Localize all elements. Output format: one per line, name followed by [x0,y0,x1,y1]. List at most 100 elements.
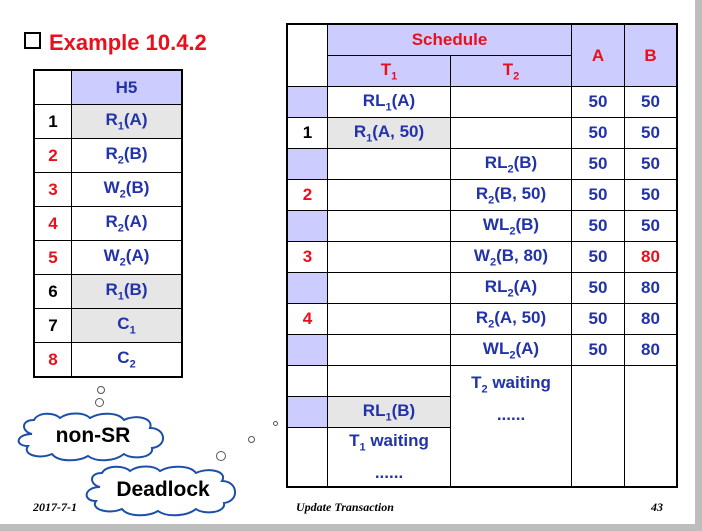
t2-cell [450,117,572,149]
t1-cell [327,179,451,211]
table-row: 4 R2(A) [33,206,183,241]
t1-cell [327,334,451,366]
step-cell [286,396,328,428]
schedule-table: Schedule A B T1 T2 RL1(A) 50 50 1 R1(A, … [286,23,678,489]
h5-operation: W2(B) [71,172,183,207]
column-a-header: A [571,23,625,87]
b-value: 80 [624,303,678,335]
h5-operation: C1 [71,308,183,343]
t1-cell [327,365,451,397]
table-row: T2 waiting ...... [286,365,678,488]
t2-waiting-dots: ...... [496,405,526,425]
b-value: 80 [624,334,678,366]
step-cell [286,427,328,488]
t1-cell: RL1(A) [327,86,451,118]
t1-waiting-cell: T1 waiting ...... [327,427,451,488]
table-row: 1 R1(A) [33,104,183,139]
table-row: 2 R2(B) [33,138,183,173]
slide-title: Example 10.4.2 [24,30,207,56]
a-value [571,365,625,488]
step-cell: 3 [286,241,328,273]
table-row: 5 W2(A) [33,240,183,275]
b-value: 50 [624,148,678,180]
h5-row-index: 4 [33,206,72,241]
h5-row-index: 3 [33,172,72,207]
h5-operation: R2(B) [71,138,183,173]
bubble-dot [248,436,255,443]
table-row: 8 C2 [33,342,183,378]
table-row: RL2(A) 50 80 [286,272,678,304]
h5-row-index: 2 [33,138,72,173]
deadlock-cloud-shape [85,465,236,517]
h5-corner-cell [33,69,72,105]
table-row: 4 R2(A, 50) 50 80 [286,303,678,335]
step-cell [286,272,328,304]
step-cell [286,334,328,366]
step-cell: 4 [286,303,328,335]
t2-cell: R2(B, 50) [450,179,572,211]
t2-cell: WL2(A) [450,334,572,366]
step-cell [286,148,328,180]
table-row: 2 R2(B, 50) 50 50 [286,179,678,211]
step-cell [286,86,328,118]
a-value: 50 [571,334,625,366]
t2-cell: R2(A, 50) [450,303,572,335]
h5-operation: C2 [71,342,183,378]
h5-row-index: 1 [33,104,72,139]
t1-header: T1 [327,55,451,87]
footer-title: Update Transaction [296,500,394,514]
non-sr-label: non-SR [55,424,131,447]
non-sr-cloud-shape [17,412,164,462]
bubble-dot [97,386,105,394]
a-value: 50 [571,117,625,149]
a-value: 50 [571,179,625,211]
bubble-dot [273,421,278,426]
b-value: 80 [624,241,678,273]
schedule-header: Schedule [327,23,572,56]
table-row: 6 R1(B) [33,274,183,309]
h5-row-index: 5 [33,240,72,275]
a-value: 50 [571,241,625,273]
a-value: 50 [571,148,625,180]
h5-operation: R2(A) [71,206,183,241]
deadlock-label: Deadlock [116,478,210,501]
a-value: 50 [571,210,625,242]
table-row: 7 C1 [33,308,183,343]
t1-cell: R1(A, 50) [327,117,451,149]
a-value: 50 [571,303,625,335]
b-value: 50 [624,117,678,149]
b-value: 50 [624,210,678,242]
t2-cell [450,86,572,118]
table-row: 1 R1(A, 50) 50 50 [286,117,678,149]
h5-operation: R1(A) [71,104,183,139]
table-row: 3 W2(B, 80) 50 80 [286,241,678,273]
bubble-dot [95,398,104,407]
step-cell [286,365,328,397]
bubble-dot [216,451,226,461]
t1-waiting-label: T1 waiting [349,431,429,454]
b-value: 80 [624,272,678,304]
table-row: RL1(A) 50 50 [286,86,678,118]
t2-cell: RL2(B) [450,148,572,180]
t1-cell [327,272,451,304]
footer-date: 2017-7-1 [33,500,77,514]
table-row: WL2(A) 50 80 [286,334,678,366]
table-row: 3 W2(B) [33,172,183,207]
t1-cell [327,241,451,273]
t2-cell: WL2(B) [450,210,572,242]
t2-cell: RL2(A) [450,272,572,304]
t1-lock-cell: RL1(B) [327,396,451,428]
schedule-corner-cell [286,23,328,87]
column-b-header: B [624,23,678,87]
t1-cell [327,210,451,242]
h5-operation: R1(B) [71,274,183,309]
b-value: 50 [624,179,678,211]
t1-cell [327,148,451,180]
t2-header: T2 [450,55,572,87]
t2-waiting-cell: T2 waiting ...... [450,365,572,488]
h5-row-index: 8 [33,342,72,378]
table-row: RL1(B) [286,396,677,428]
checkbox-bullet-icon [24,32,41,49]
t2-waiting-label: T2 waiting [471,373,551,396]
